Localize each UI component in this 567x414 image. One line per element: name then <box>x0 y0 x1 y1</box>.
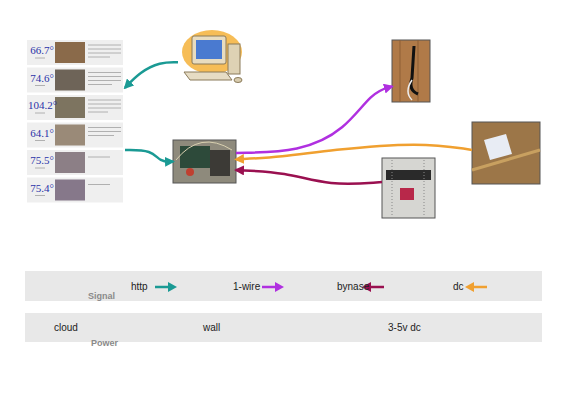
probe-wire <box>408 80 412 100</box>
sensor-plate <box>484 134 512 160</box>
photo-frame <box>173 140 236 183</box>
breadboard-photo <box>382 158 435 218</box>
sensor-photo <box>472 122 540 184</box>
mouse <box>234 78 242 83</box>
computer-clipart <box>182 30 242 83</box>
legend-line <box>155 286 170 289</box>
row-bg <box>27 40 123 65</box>
band-label: cloud <box>54 322 78 333</box>
holes <box>424 160 425 216</box>
thumbnail <box>55 70 85 91</box>
row-bg <box>27 95 123 120</box>
legend-arrows <box>155 282 487 292</box>
band-title: Signal <box>88 291 115 301</box>
temperature-reading: 64.1° <box>28 127 56 139</box>
circuit-board <box>210 150 230 176</box>
legend-arrowhead <box>275 282 284 292</box>
reading-row: 75.5° <box>27 150 123 175</box>
row-bg <box>27 68 123 93</box>
signal-arrow <box>236 87 392 153</box>
row-bg <box>27 150 123 175</box>
component <box>400 188 414 200</box>
reading-row: 64.1° <box>27 123 123 148</box>
band-label: wall <box>203 322 220 333</box>
legend-line <box>369 286 384 289</box>
tower <box>228 44 240 74</box>
power-band <box>25 313 542 342</box>
thumbnail <box>55 42 85 63</box>
temperature-reading: 75.5° <box>28 154 56 166</box>
computer-node <box>178 30 245 82</box>
wood-grain <box>400 40 401 102</box>
legend-label: bynase <box>337 281 369 292</box>
photo-frame <box>472 122 540 184</box>
board-node <box>173 140 236 183</box>
sensor-node <box>472 122 540 184</box>
legend-label: http <box>131 281 148 292</box>
signal-band <box>25 271 542 301</box>
wire <box>472 150 540 170</box>
signal-arrow <box>236 145 472 160</box>
legend-line <box>262 286 277 289</box>
signal-arrow <box>236 170 382 184</box>
row-bg <box>27 123 123 148</box>
holes <box>392 160 393 216</box>
backdrop-blob <box>182 30 242 74</box>
description-lines <box>35 45 121 196</box>
legend-label: dc <box>453 281 464 292</box>
legend-arrowhead <box>465 282 474 292</box>
legend-arrowhead <box>168 282 177 292</box>
probe <box>411 46 418 94</box>
breadboard-node <box>382 158 435 218</box>
photo-frame <box>392 40 430 102</box>
temperature-reading: 74.6° <box>28 72 56 84</box>
temperature-reading: 104.2° <box>28 99 56 111</box>
legend-label: 1-wire <box>233 281 260 292</box>
board-photo <box>173 140 236 183</box>
thumbnail <box>55 180 85 201</box>
keyboard <box>184 72 232 80</box>
probe-node <box>392 40 430 102</box>
circuit-board <box>180 146 210 168</box>
reading-row: 74.6° <box>27 68 123 93</box>
temperature-reading: 66.7° <box>28 44 56 56</box>
web-page-panel <box>25 38 125 204</box>
panel-bg <box>25 38 125 204</box>
monitor <box>192 36 226 64</box>
screen <box>196 40 222 59</box>
signal-arrow <box>125 62 178 88</box>
temperature-reading: 75.4° <box>28 182 56 194</box>
thumbnail <box>55 152 85 173</box>
row-bg <box>27 178 123 203</box>
reading-row: 66.7° <box>27 40 123 65</box>
web-page-panel: 66.7° 74.6° 104.2° 64.1° 75.5° 75.4° <box>25 38 125 204</box>
band-title: Power <box>91 338 118 348</box>
thumbnail <box>55 125 85 146</box>
photo-frame <box>382 158 435 218</box>
signal-arrow <box>125 150 173 162</box>
band-label: 3-5v dc <box>388 322 421 333</box>
legend-line <box>472 286 487 289</box>
wire <box>176 142 232 160</box>
probe-photo <box>392 40 430 102</box>
reading-row: 75.4° <box>27 178 123 203</box>
thumbnail <box>55 97 85 118</box>
component <box>186 168 194 176</box>
reading-row: 104.2° <box>27 95 123 120</box>
